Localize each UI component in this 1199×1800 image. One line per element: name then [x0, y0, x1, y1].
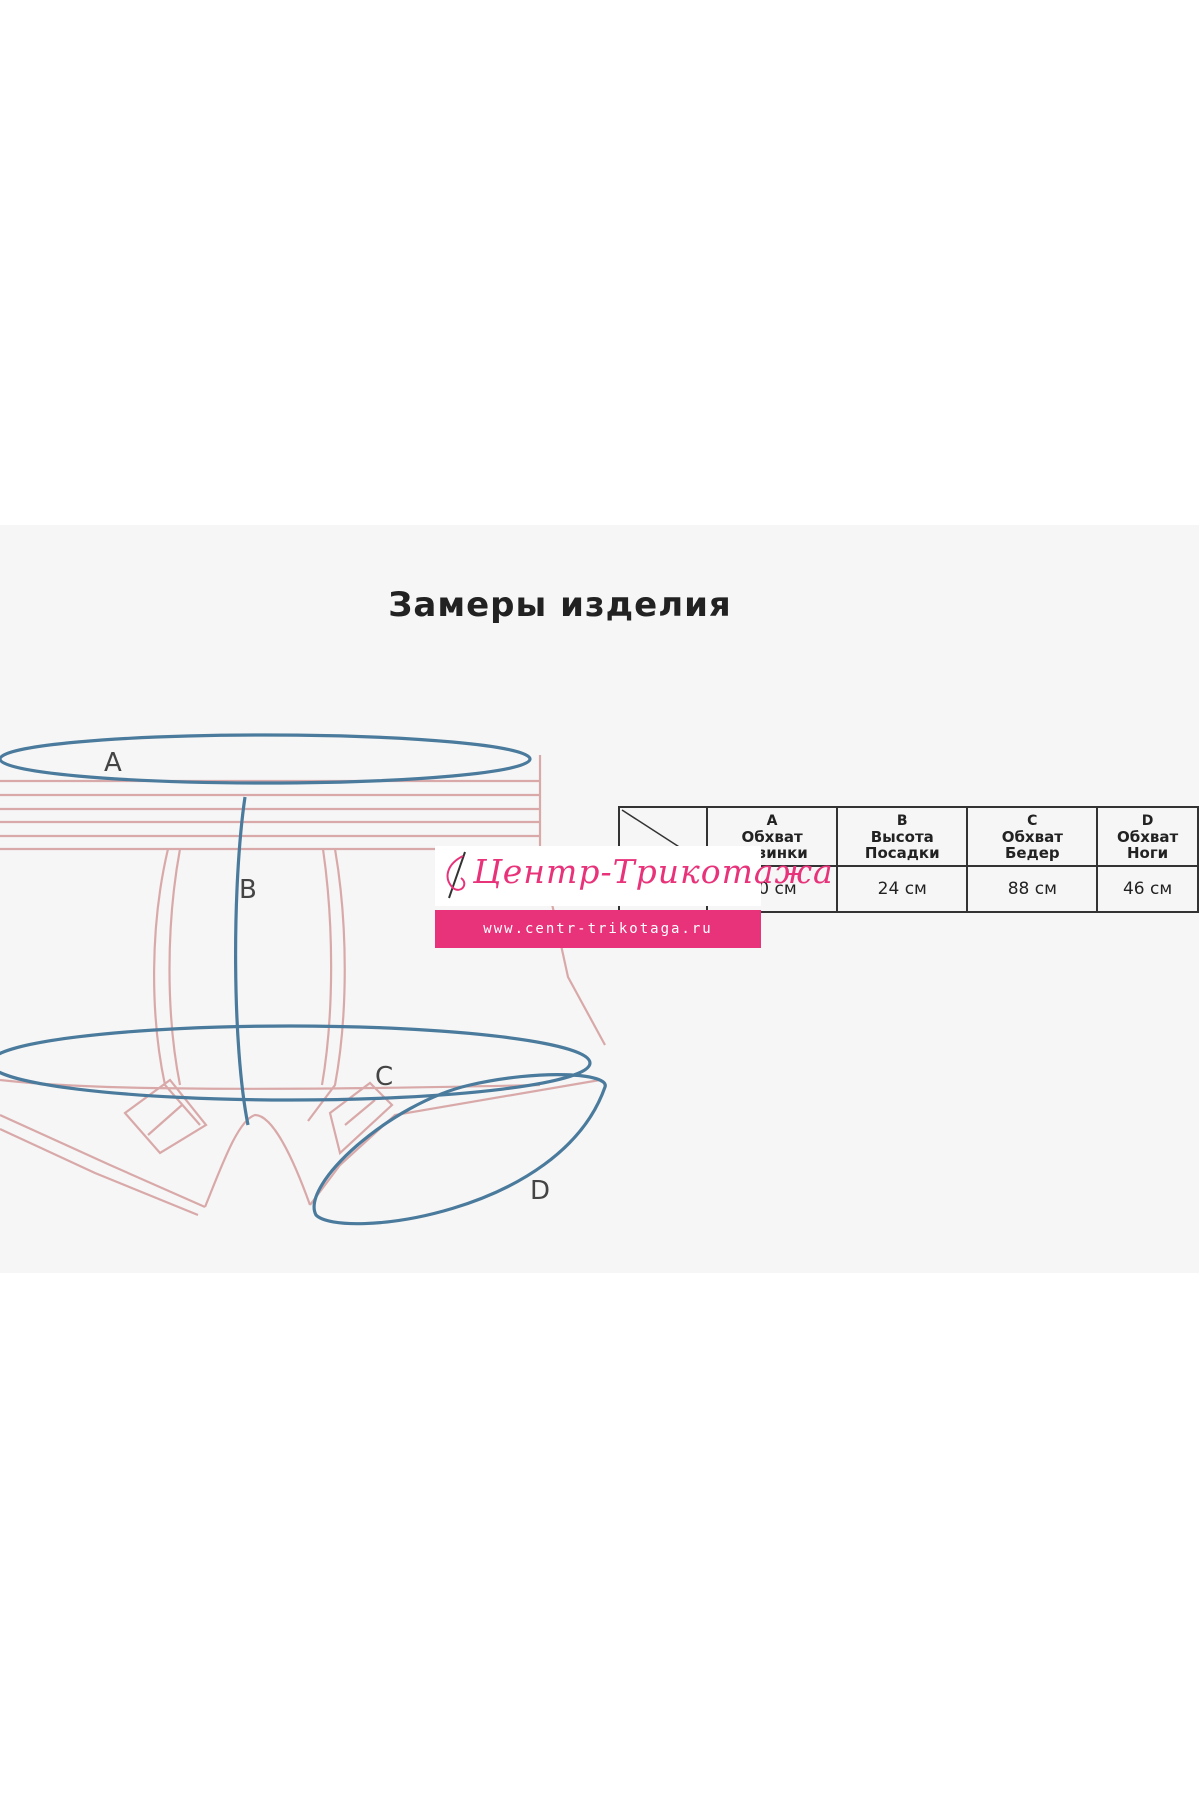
- page-title: Замеры изделия: [388, 585, 732, 625]
- value-b: 24 см: [836, 865, 969, 913]
- label-c: C: [375, 1062, 393, 1092]
- garment-diagram: A B C D: [0, 733, 607, 1226]
- watermark-name: Центр-Трикотажа: [473, 852, 834, 891]
- size-table: A Обхват Резинки B Высота Посадки C Обхв…: [618, 806, 1199, 913]
- col-line2: Ноги: [1126, 843, 1169, 862]
- label-d: D: [530, 1176, 550, 1206]
- measure-c-ellipse: [0, 1024, 592, 1102]
- col-letter: A: [766, 812, 778, 829]
- measure-b-line: [233, 796, 250, 1126]
- col-header-d: D Обхват Ноги: [1096, 806, 1199, 867]
- col-letter: C: [1027, 812, 1038, 829]
- label-b: B: [239, 875, 257, 905]
- col-line2: Бедер: [1004, 843, 1060, 862]
- measure-a-ellipse: [0, 733, 532, 785]
- col-line1: Обхват: [741, 827, 803, 846]
- col-header-b: B Высота Посадки: [836, 806, 969, 867]
- value-d: 46 см: [1096, 865, 1199, 913]
- watermark-url-bar: www.centr-trikotaga.ru: [435, 910, 761, 948]
- col-letter: B: [896, 812, 908, 829]
- col-line1: Обхват: [1116, 827, 1179, 846]
- col-letter: D: [1141, 812, 1154, 829]
- label-a: A: [104, 748, 122, 778]
- col-line1: Высота: [870, 827, 934, 846]
- measure-d-ellipse: [312, 1073, 607, 1226]
- col-line1: Обхват: [1001, 827, 1063, 846]
- col-header-c: C Обхват Бедер: [966, 806, 1099, 867]
- watermark-url: www.centr-trikotaga.ru: [483, 921, 713, 937]
- col-line2: Посадки: [864, 843, 940, 862]
- value-c: 88 см: [966, 865, 1099, 913]
- garment-outline: [0, 755, 606, 1217]
- needle-thread-icon: [446, 851, 466, 899]
- watermark-logo: Центр-Трикотажа: [435, 846, 833, 906]
- measure-lines: [0, 733, 607, 1226]
